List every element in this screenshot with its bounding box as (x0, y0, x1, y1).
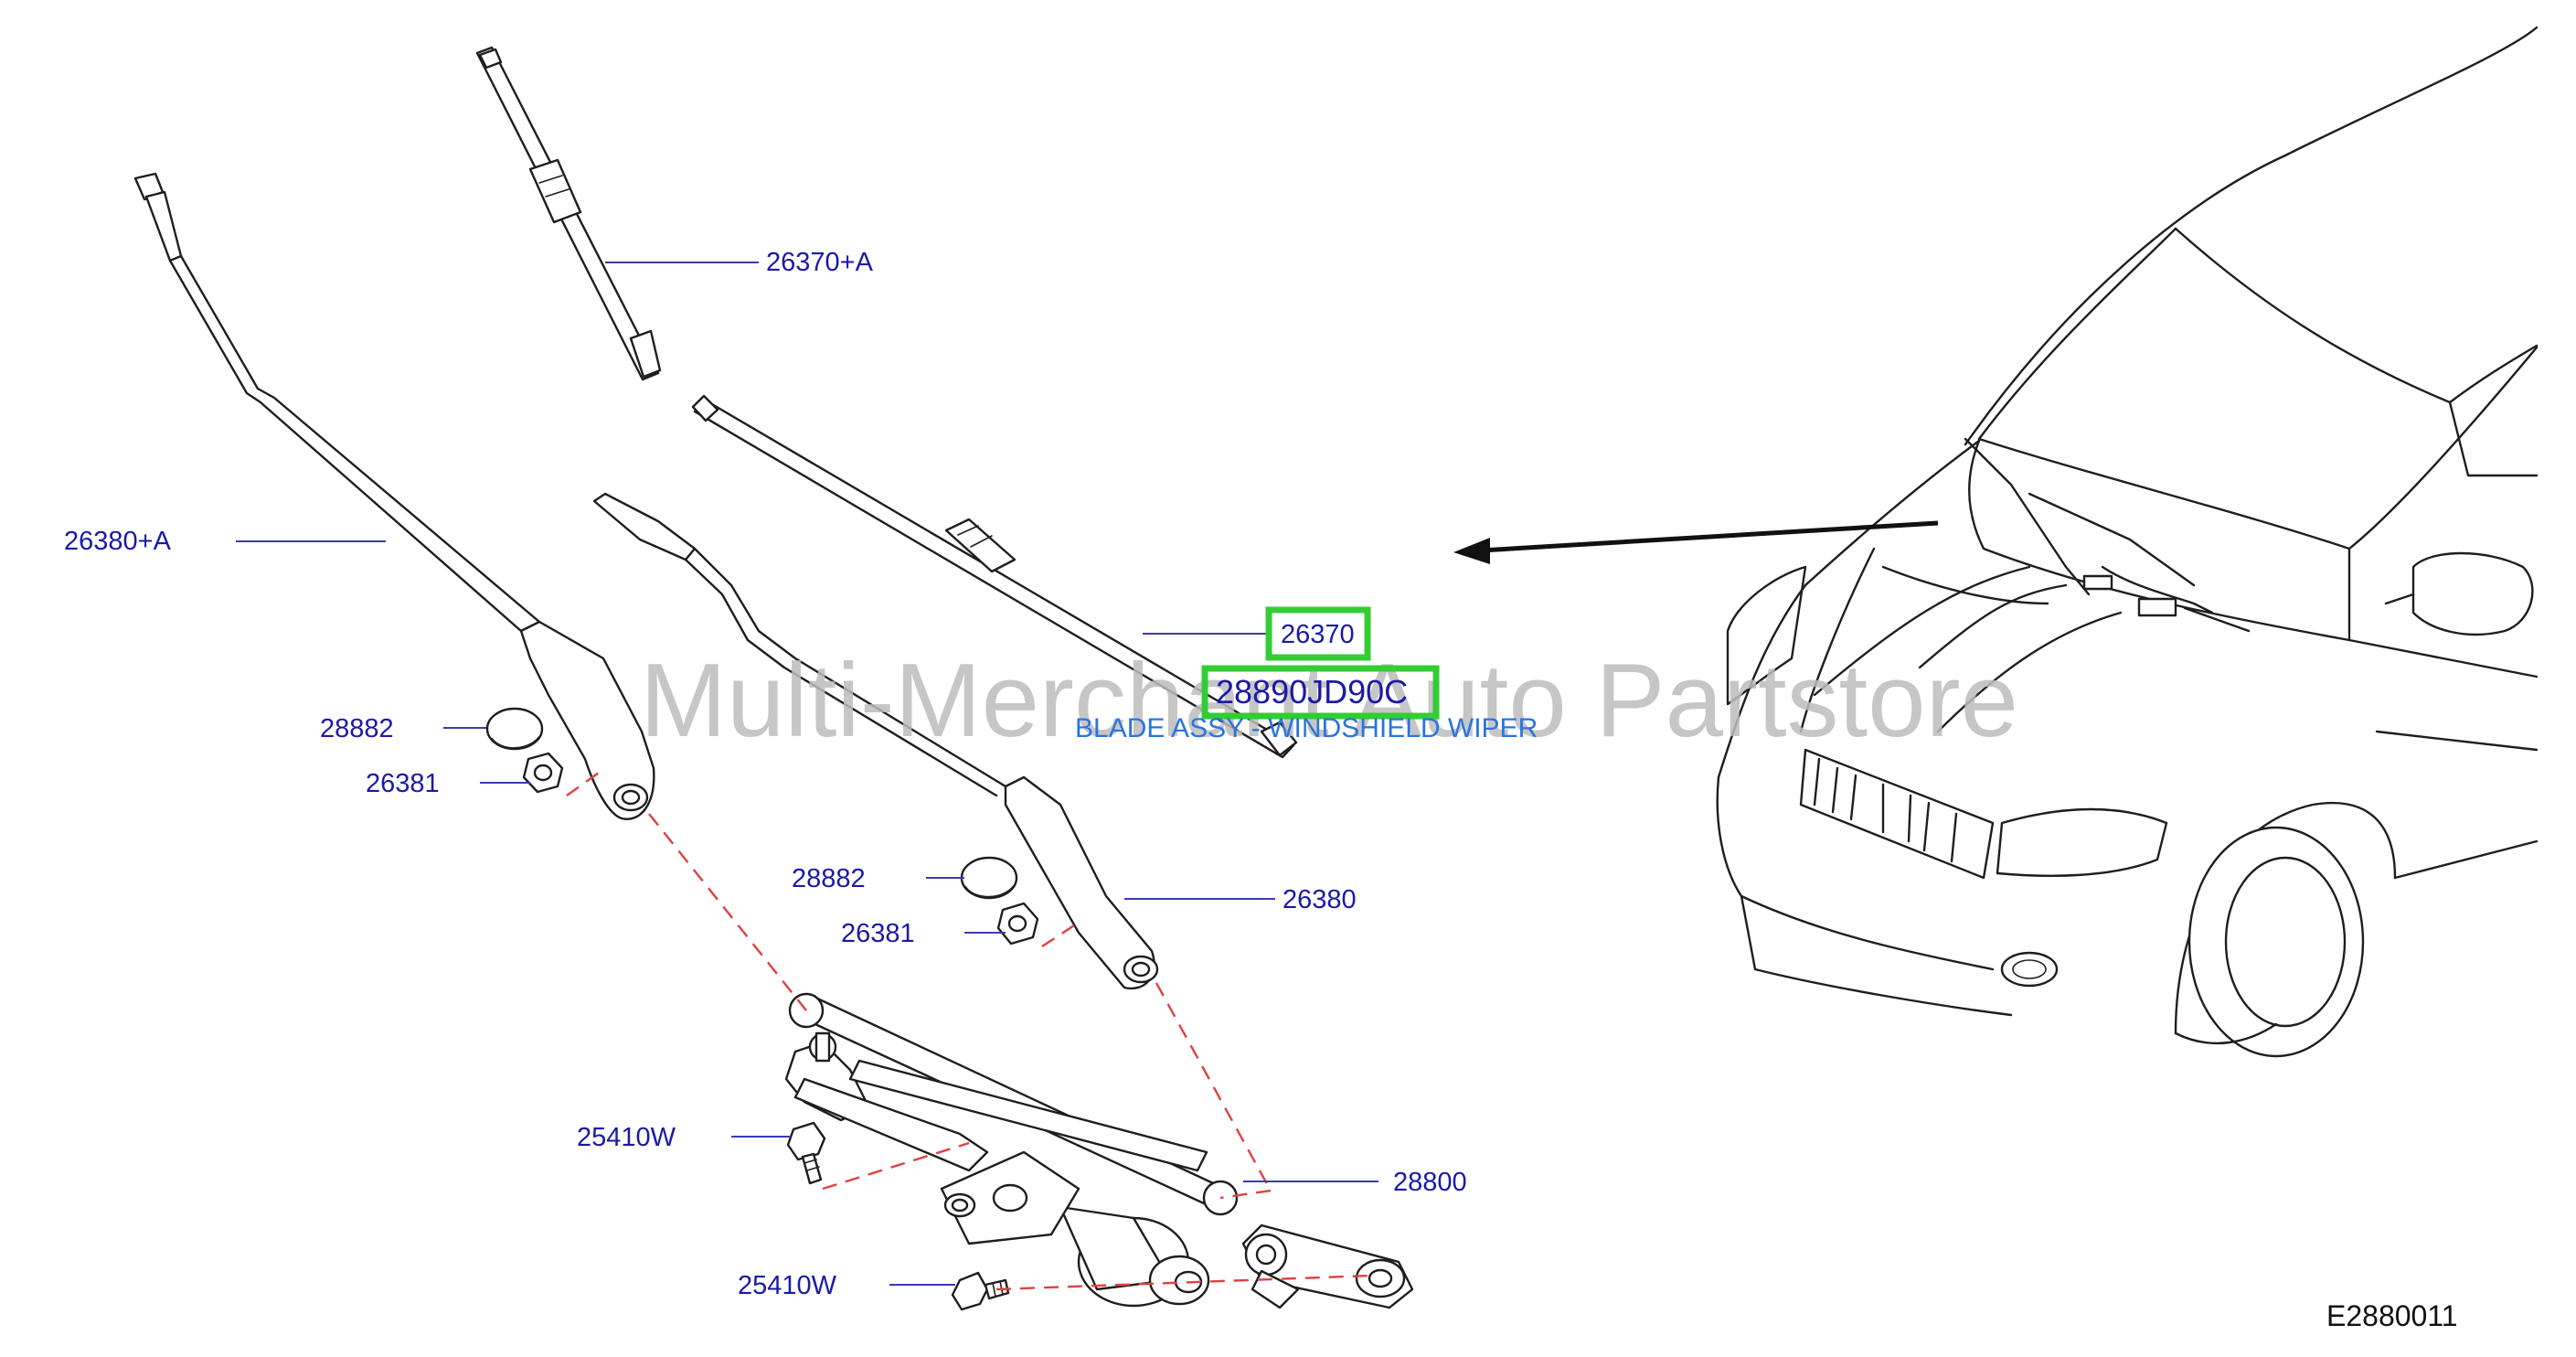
callout-cap-right[interactable]: 28882 (792, 864, 866, 893)
callout-bolt-upper[interactable]: 25410W (577, 1123, 676, 1152)
highlight-box-oem-number (1201, 665, 1440, 720)
callout-arm-a[interactable]: 26380+A (64, 527, 172, 556)
callout-bolt-lower[interactable]: 25410W (738, 1271, 837, 1300)
cap-right-part (960, 856, 1018, 900)
highlighted-part-group[interactable]: 26370 28890JD90C BLADE ASSY - WINDSHIELD… (1075, 606, 1538, 743)
location-arrow (1453, 520, 1939, 564)
callout-nut-left[interactable]: 26381 (366, 769, 440, 798)
wiper-arm-center (592, 492, 1159, 990)
nut-left-part (522, 752, 564, 794)
vehicle-illustration (1716, 26, 2539, 1058)
callout-arm[interactable]: 26380 (1283, 885, 1357, 914)
bolt-upper-part (786, 1121, 826, 1185)
callout-cap-left[interactable]: 28882 (320, 714, 394, 743)
callout-linkage[interactable]: 28800 (1393, 1168, 1467, 1197)
highlight-box-part-number (1265, 606, 1371, 661)
diagram-code: E2880011 (2326, 1299, 2458, 1332)
wiper-linkage-motor (784, 992, 1414, 1309)
nut-right-part (996, 902, 1039, 946)
leader-lines (236, 262, 1378, 1286)
cap-left-part (485, 707, 544, 751)
watermark: Multi-Merchant Auto Partstore (640, 643, 2018, 759)
wiper-blade-center (691, 394, 1298, 759)
bolt-lower-part (951, 1271, 1010, 1311)
part-description: BLADE ASSY - WINDSHIELD WIPER (1075, 713, 1538, 743)
wiper-arm-left (133, 172, 655, 820)
callout-blade-a[interactable]: 26370+A (766, 248, 874, 277)
callout-nut-right[interactable]: 26381 (841, 919, 915, 948)
wiper-blade-left (475, 46, 662, 381)
callout-highlight-part-number[interactable]: 26370 (1281, 620, 1355, 649)
oem-part-number[interactable]: 28890JD90C (1216, 673, 1408, 711)
assembly-dashed-lines (566, 772, 1372, 1291)
